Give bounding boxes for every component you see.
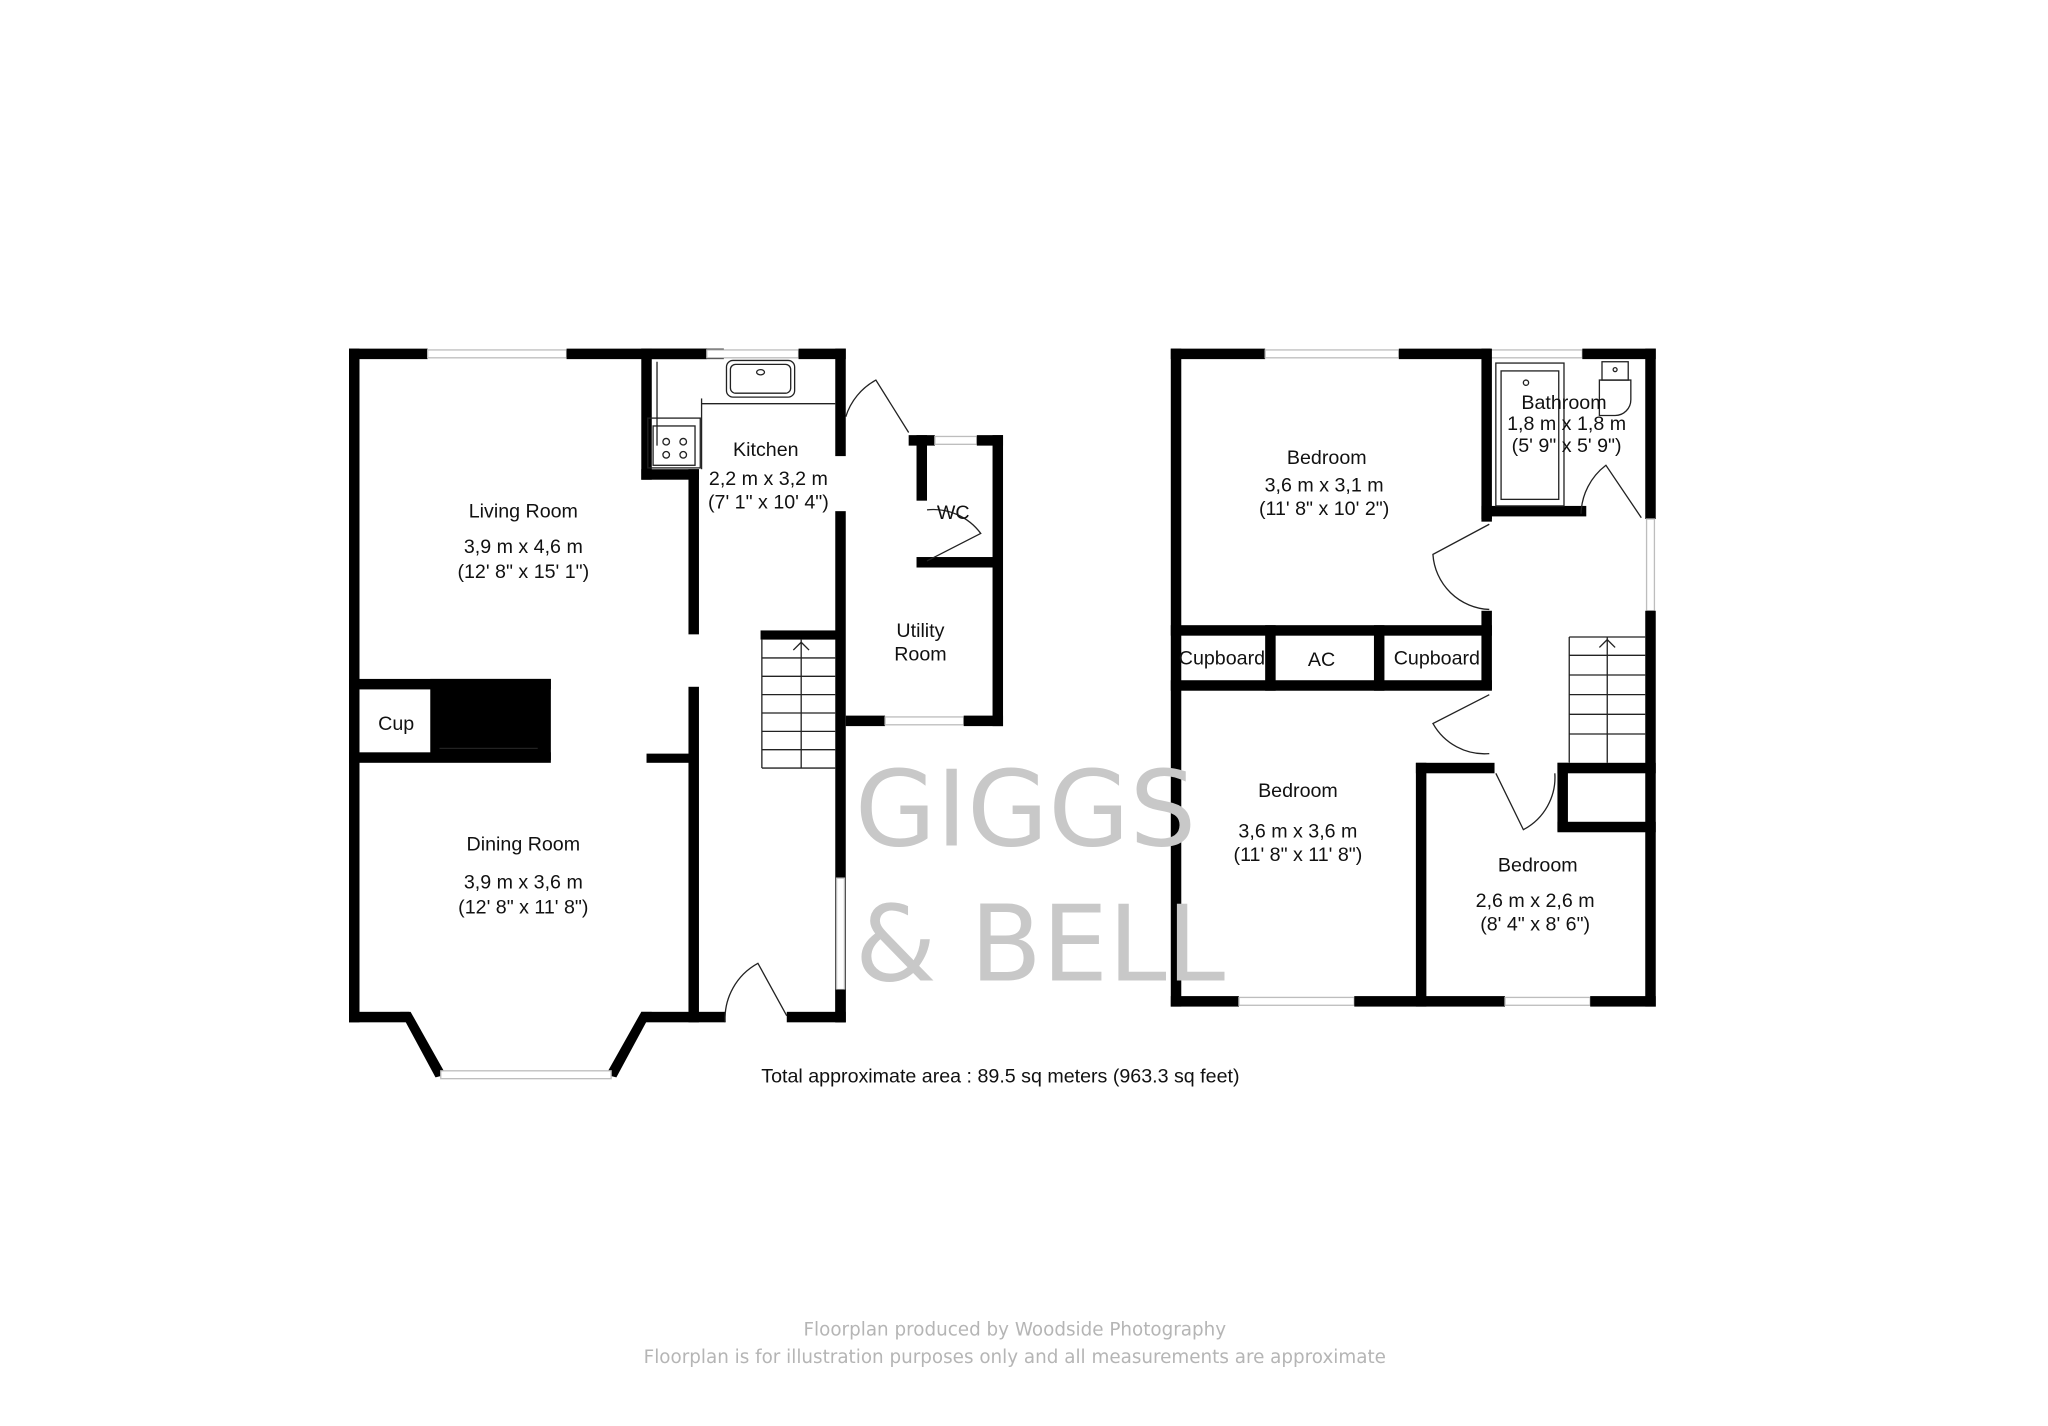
room-name: Bathroom <box>1521 392 1606 414</box>
staircase-upper <box>1568 636 1646 763</box>
room-label-ac: AC <box>1308 649 1335 671</box>
room-name: WC <box>937 502 970 524</box>
room-label-utility-room: Utility Room <box>894 620 946 666</box>
room-name: Bedroom <box>1287 447 1367 469</box>
staircase <box>761 639 836 769</box>
room-name-line1: Utility <box>896 620 944 642</box>
total-area: Total approximate area : 89.5 sq meters … <box>761 1066 1239 1088</box>
room-label-bedroom-3: Bedroom 2,6 m x 2,6 m (8' 4" x 8' 6") <box>1476 855 1595 936</box>
room-imperial: (12' 8" x 15' 1") <box>457 561 589 583</box>
room-name: Cup <box>378 713 414 735</box>
footer-credit: Floorplan produced by Woodside Photograp… <box>804 1320 1227 1341</box>
room-label-cupboard-1: Cupboard <box>1179 648 1265 670</box>
room-name: Living Room <box>469 501 578 523</box>
room-metric: 1,8 m x 1,8 m <box>1507 413 1626 435</box>
room-name: Cupboard <box>1394 648 1480 670</box>
room-metric: 3,6 m x 3,6 m <box>1238 821 1357 843</box>
room-label-bedroom-2: Bedroom 3,6 m x 3,6 m (11' 8" x 11' 8") <box>1234 780 1363 866</box>
watermark-line2: & BELL <box>855 883 1225 1005</box>
room-label-kitchen: Kitchen 2,2 m x 3,2 m (7' 1" x 10' 4") <box>708 439 829 513</box>
room-label-living-room: Living Room 3,9 m x 4,6 m (12' 8" x 15' … <box>457 501 589 583</box>
room-metric: 3,9 m x 4,6 m <box>464 536 583 558</box>
room-imperial: (12' 8" x 11' 8") <box>458 897 588 919</box>
room-name: Cupboard <box>1179 648 1265 670</box>
room-name: Kitchen <box>733 439 799 461</box>
room-label-dining-room: Dining Room 3,9 m x 3,6 m (12' 8" x 11' … <box>458 834 588 919</box>
room-label-bedroom-1: Bedroom 3,6 m x 3,1 m (11' 8" x 10' 2") <box>1259 447 1389 520</box>
room-imperial: (11' 8" x 10' 2") <box>1259 498 1389 520</box>
room-metric: 2,2 m x 3,2 m <box>709 468 828 490</box>
room-label-cupboard-2: Cupboard <box>1394 648 1480 670</box>
room-imperial: (11' 8" x 11' 8") <box>1234 844 1363 866</box>
room-metric: 3,9 m x 3,6 m <box>464 872 583 894</box>
room-imperial: (8' 4" x 8' 6") <box>1480 914 1590 936</box>
room-metric: 2,6 m x 2,6 m <box>1476 890 1595 912</box>
footer-disclaimer: Floorplan is for illustration purposes o… <box>644 1347 1386 1368</box>
watermark-line1: GIGGS <box>855 748 1196 870</box>
room-name: Bedroom <box>1498 855 1578 877</box>
room-name: Bedroom <box>1258 780 1338 802</box>
room-name-line2: Room <box>894 644 946 666</box>
room-label-cup: Cup <box>378 713 414 735</box>
room-label-wc: WC <box>937 502 970 524</box>
room-metric: 3,6 m x 3,1 m <box>1265 474 1384 496</box>
room-name: Dining Room <box>467 834 581 856</box>
room-imperial: (5' 9" x 5' 9") <box>1512 435 1622 457</box>
room-name: AC <box>1308 649 1335 671</box>
room-imperial: (7' 1" x 10' 4") <box>708 492 829 514</box>
first-floor-plan <box>1170 348 1656 1007</box>
room-label-bathroom: Bathroom 1,8 m x 1,8 m (5' 9" x 5' 9") <box>1507 392 1626 457</box>
ground-floor-plan <box>349 348 1004 1080</box>
